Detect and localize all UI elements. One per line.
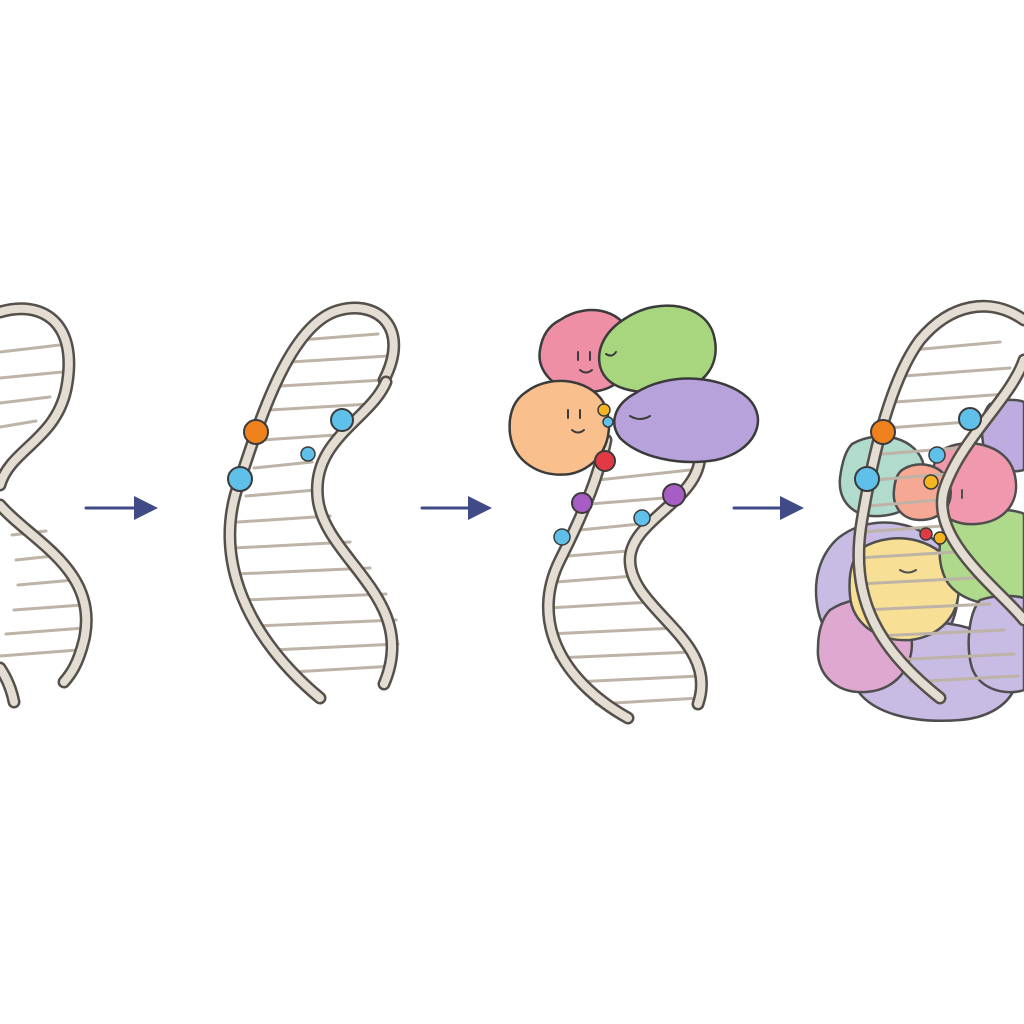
peach-protein	[508, 379, 611, 476]
right-arrow-icon	[780, 496, 804, 520]
orange-mark	[243, 419, 269, 445]
protein-face	[577, 351, 593, 374]
protein-face	[567, 409, 585, 434]
helix-rungs	[232, 332, 400, 674]
panel-compacted-chromatin	[814, 299, 1024, 722]
right-arrow-icon	[134, 496, 158, 520]
helix-rungs	[546, 468, 702, 706]
helix-strand-left-fill	[544, 436, 632, 722]
blue-mark	[300, 446, 316, 462]
lavender-protein	[613, 377, 760, 464]
step-3-arrow	[732, 496, 804, 520]
blue-mark	[928, 446, 946, 464]
blue-mark	[633, 509, 651, 527]
step-1-arrow	[84, 496, 158, 520]
blue-mark	[958, 407, 982, 431]
helix-strand-right-fill	[938, 356, 1024, 624]
blue-mark	[553, 528, 571, 546]
yellow-mark	[933, 531, 947, 545]
red-mark	[594, 450, 616, 472]
helix-strand-left	[223, 301, 401, 705]
helix-strand-b-fill	[0, 501, 91, 686]
blue-mark	[602, 416, 614, 428]
step-2-arrow	[420, 496, 492, 520]
epigenetic-marks	[854, 407, 982, 545]
blue-mark	[227, 466, 253, 492]
yellow-mark	[597, 403, 611, 417]
helix-rungs	[856, 340, 1020, 684]
blue-mark	[854, 466, 880, 492]
protein-face	[629, 415, 651, 420]
epigenetic-marks	[227, 408, 354, 492]
helix-strand-c-fill	[0, 664, 18, 706]
helix-strand-a	[0, 302, 76, 492]
helix-strand-left-fill	[225, 304, 398, 702]
purple-mark	[571, 492, 593, 514]
helix-strand-right-fill	[313, 378, 396, 688]
panel-marked-dna-helix	[223, 301, 401, 705]
panel-protein-bound-helix	[508, 304, 760, 725]
yellow-mark	[923, 474, 939, 490]
red-mark	[919, 527, 933, 541]
orange-mark	[870, 419, 896, 445]
protein-face	[899, 569, 917, 574]
protein-cluster	[508, 304, 760, 476]
blue-mark	[330, 408, 354, 432]
epigenetic-marks	[553, 403, 686, 546]
helix-strand-a-fill	[0, 304, 73, 489]
panel-bare-dna-helix	[0, 302, 93, 709]
protein-face	[605, 351, 617, 357]
right-arrow-icon	[468, 496, 492, 520]
purple-mark	[662, 483, 686, 507]
